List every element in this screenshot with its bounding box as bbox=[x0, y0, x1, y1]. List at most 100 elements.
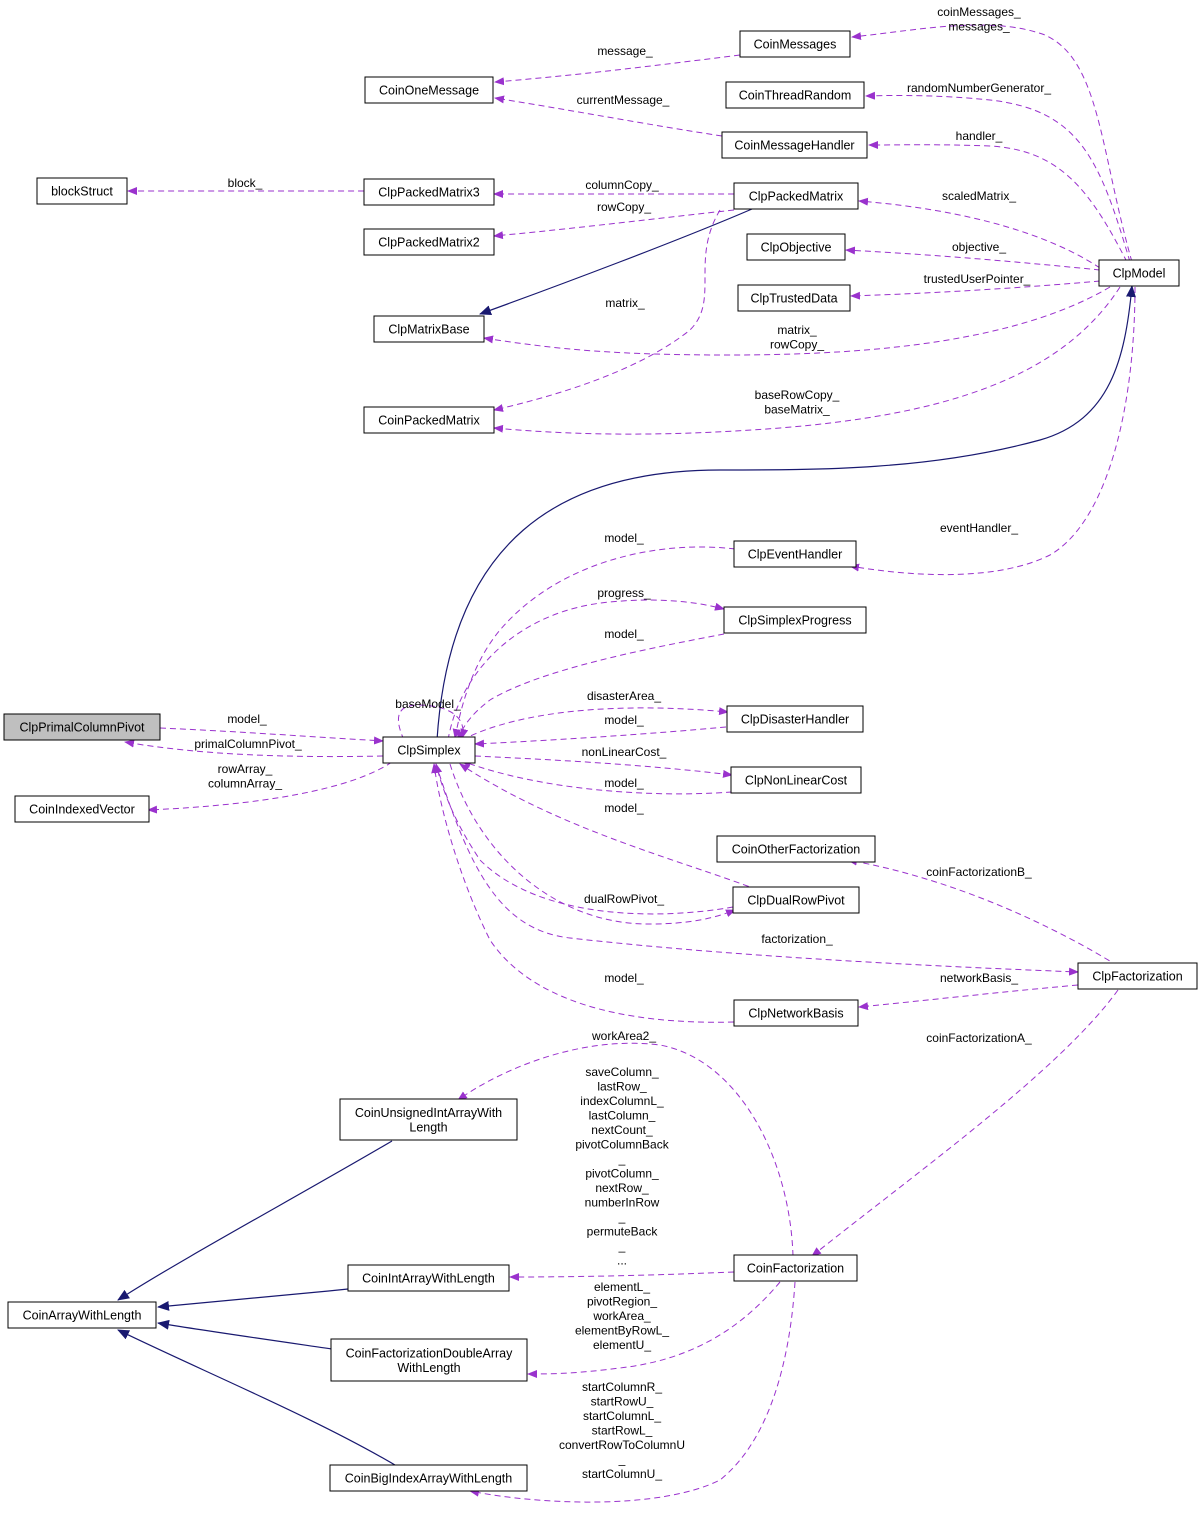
node-box[interactable] bbox=[733, 999, 859, 1027]
node-box[interactable] bbox=[339, 1098, 518, 1141]
node-label: CoinMessageHandler bbox=[734, 139, 854, 153]
usage-edge-handler bbox=[868, 140, 1128, 263]
node-box[interactable] bbox=[330, 1338, 528, 1382]
node-box[interactable] bbox=[716, 835, 876, 863]
edge-label: workArea2_ bbox=[591, 1029, 656, 1043]
edge-label: saveColumn_lastRow_indexColumnL_lastColu… bbox=[575, 1065, 669, 1268]
usage-edge-coinmessages bbox=[851, 24, 1133, 263]
edge-label: block_ bbox=[228, 176, 263, 190]
usage-edge-objective bbox=[845, 246, 1101, 271]
node-box[interactable] bbox=[737, 284, 851, 312]
edge-label-line: coinFactorizationB_ bbox=[926, 865, 1032, 879]
node-coinpackedmatrix[interactable]: CoinPackedMatrix bbox=[363, 406, 495, 434]
node-clpfactorization[interactable]: ClpFactorization bbox=[1077, 962, 1198, 990]
usage-edge-model-progress bbox=[457, 633, 725, 741]
usage-edge-message bbox=[494, 54, 741, 86]
edge-label-line: model_ bbox=[604, 713, 644, 727]
node-cointhreadrandom[interactable]: CoinThreadRandom bbox=[725, 81, 865, 109]
node-coinmessages[interactable]: CoinMessages bbox=[739, 30, 851, 58]
node-label: WithLength bbox=[397, 1361, 460, 1375]
node-box[interactable] bbox=[363, 406, 495, 434]
edge-label: model_ bbox=[604, 776, 644, 790]
node-coinbigindexarraywithlength[interactable]: CoinBigIndexArrayWithLength bbox=[329, 1464, 528, 1492]
node-label: ClpPackedMatrix3 bbox=[378, 186, 479, 200]
node-clptrusteddata[interactable]: ClpTrustedData bbox=[737, 284, 851, 312]
node-coinonemessage[interactable]: CoinOneMessage bbox=[364, 76, 494, 104]
node-clpobjective[interactable]: ClpObjective bbox=[746, 233, 846, 261]
node-label: CoinMessages bbox=[754, 38, 837, 52]
node-clpdualrowpivot[interactable]: ClpDualRowPivot bbox=[732, 886, 860, 914]
node-box[interactable] bbox=[725, 81, 865, 109]
node-box[interactable] bbox=[739, 30, 851, 58]
node-box[interactable] bbox=[36, 177, 128, 205]
node-box[interactable] bbox=[733, 1254, 858, 1282]
node-box[interactable] bbox=[733, 182, 859, 210]
node-box[interactable] bbox=[363, 178, 495, 206]
usage-edge-row-array bbox=[147, 761, 393, 814]
node-box[interactable] bbox=[14, 795, 150, 823]
node-clpmatrixbase[interactable]: ClpMatrixBase bbox=[373, 315, 485, 343]
node-label: ClpEventHandler bbox=[748, 548, 843, 562]
node-box[interactable] bbox=[730, 766, 862, 794]
node-coinfactorization[interactable]: CoinFactorization bbox=[733, 1254, 858, 1282]
node-coinmessagehandler[interactable]: CoinMessageHandler bbox=[721, 131, 868, 159]
node-box[interactable] bbox=[726, 705, 864, 733]
node-box[interactable] bbox=[329, 1464, 528, 1492]
node-box[interactable] bbox=[723, 606, 867, 634]
node-blockstruct[interactable]: blockStruct bbox=[36, 177, 128, 205]
node-box[interactable] bbox=[382, 736, 476, 764]
edge-label-line: elementByRowL_ bbox=[575, 1324, 669, 1338]
node-box[interactable] bbox=[1098, 259, 1180, 287]
node-label: ClpNonLinearCost bbox=[745, 774, 848, 788]
usage-edge-model-event bbox=[452, 546, 736, 739]
inherit-edge-bigindex-arraywithlength bbox=[117, 1329, 401, 1469]
edge-label-line: model_ bbox=[604, 531, 644, 545]
node-clpdisasterhandler[interactable]: ClpDisasterHandler bbox=[726, 705, 864, 733]
edge-label-line: rowCopy_ bbox=[597, 200, 651, 214]
node-box[interactable] bbox=[347, 1264, 510, 1292]
node-box[interactable] bbox=[3, 713, 161, 741]
node-clpnetworkbasis[interactable]: ClpNetworkBasis bbox=[733, 999, 859, 1027]
node-coinotherfactorization[interactable]: CoinOtherFactorization bbox=[716, 835, 876, 863]
edge-label: elementL_pivotRegion_workArea_elementByR… bbox=[575, 1280, 669, 1352]
edge-label-line: pivotColumn_ bbox=[585, 1167, 659, 1181]
node-clppackedmatrix3[interactable]: ClpPackedMatrix3 bbox=[363, 178, 495, 206]
node-clpnonlinearcost[interactable]: ClpNonLinearCost bbox=[730, 766, 862, 794]
node-box[interactable] bbox=[7, 1301, 157, 1329]
node-clpsimplex[interactable]: ClpSimplex bbox=[382, 736, 476, 764]
edge-label-line: disasterArea_ bbox=[587, 689, 661, 703]
edge-label: handler_ bbox=[956, 129, 1003, 143]
node-clpmodel[interactable]: ClpModel bbox=[1098, 259, 1180, 287]
inherit-edge-clppackedmatrix-clpmatrixbase bbox=[479, 208, 753, 315]
edge-label-line: permuteBack bbox=[587, 1225, 659, 1239]
node-box[interactable] bbox=[1077, 962, 1198, 990]
node-clppackedmatrix2[interactable]: ClpPackedMatrix2 bbox=[363, 228, 495, 256]
edge-label-line: startColumnL_ bbox=[583, 1409, 661, 1423]
usage-edge-model-nonlinear bbox=[461, 760, 733, 795]
node-clpsimplexprogress[interactable]: ClpSimplexProgress bbox=[723, 606, 867, 634]
edge-label: primalColumnPivot_ bbox=[194, 737, 302, 751]
node-coinintarraywithlength[interactable]: CoinIntArrayWithLength bbox=[347, 1264, 510, 1292]
node-box[interactable] bbox=[732, 886, 860, 914]
node-box[interactable] bbox=[721, 131, 868, 159]
edge-label: matrix_ bbox=[605, 296, 645, 310]
edge-label: startColumnR_startRowU_startColumnL_star… bbox=[559, 1380, 685, 1481]
edge-label-line: baseRowCopy_ bbox=[755, 388, 840, 402]
edge-label: columnCopy_ bbox=[585, 178, 659, 192]
edge-label-line: nonLinearCost_ bbox=[582, 745, 667, 759]
node-coinindexedvector[interactable]: CoinIndexedVector bbox=[14, 795, 150, 823]
node-box[interactable] bbox=[746, 233, 846, 261]
node-coinarraywithlength[interactable]: CoinArrayWithLength bbox=[7, 1301, 157, 1329]
usage-edge-trusted-pointer bbox=[850, 280, 1101, 300]
edge-label: networkBasis_ bbox=[940, 971, 1018, 985]
node-clpprimalcolumnpivot[interactable]: ClpPrimalColumnPivot bbox=[3, 713, 161, 741]
node-box[interactable] bbox=[363, 228, 495, 256]
node-clppackedmatrix[interactable]: ClpPackedMatrix bbox=[733, 182, 859, 210]
node-box[interactable] bbox=[373, 315, 485, 343]
node-box[interactable] bbox=[733, 540, 857, 568]
node-box[interactable] bbox=[364, 76, 494, 104]
usage-edge-disaster-area bbox=[461, 707, 729, 741]
node-clpeventhandler[interactable]: ClpEventHandler bbox=[733, 540, 857, 568]
